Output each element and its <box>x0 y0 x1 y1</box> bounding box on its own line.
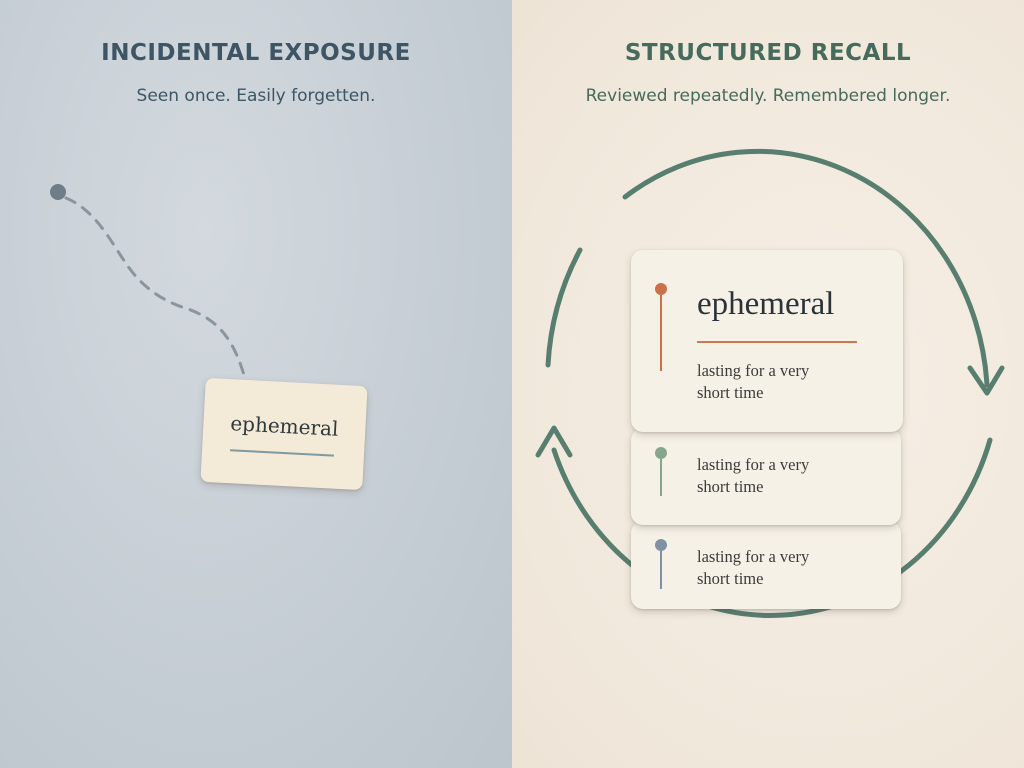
blue-marker-line <box>660 551 662 589</box>
review-card-2: lasting for a very short time <box>631 428 901 525</box>
structured-recall-subheading: Reviewed repeatedly. Remembered longer. <box>585 86 951 106</box>
flashcard-word: ephemeral <box>229 411 339 441</box>
review-card-definition: lasting for a very short time <box>697 360 809 404</box>
review-card-word: ephemeral <box>697 286 835 322</box>
incidental-exposure-heading: INCIDENTAL EXPOSURE <box>101 40 411 66</box>
definition-line-2: short time <box>697 569 764 588</box>
definition-line-1: lasting for a very <box>697 455 810 474</box>
definition-line-2: short time <box>697 477 764 496</box>
forgotten-flashcard: ephemeral <box>200 377 368 491</box>
definition-line-1: lasting for a very <box>697 547 810 566</box>
review-card-definition: lasting for a very short time <box>697 454 809 498</box>
review-card-1: ephemeral lasting for a very short time <box>631 250 903 432</box>
definition-line-1: lasting for a very <box>697 361 810 380</box>
orange-marker-line <box>660 295 662 371</box>
definition-line-2: short time <box>697 383 764 402</box>
orange-marker-dot-icon <box>655 283 667 295</box>
incidental-exposure-subheading: Seen once. Easily forgetten. <box>136 86 376 106</box>
blue-marker-dot-icon <box>655 539 667 551</box>
green-marker-line <box>660 459 662 496</box>
review-card-3: lasting for a very short time <box>631 521 901 609</box>
flashcard-underline <box>230 449 334 457</box>
review-card-rule <box>697 341 857 343</box>
review-card-definition: lasting for a very short time <box>697 546 809 590</box>
structured-recall-heading: STRUCTURED RECALL <box>624 40 912 66</box>
green-marker-dot-icon <box>655 447 667 459</box>
